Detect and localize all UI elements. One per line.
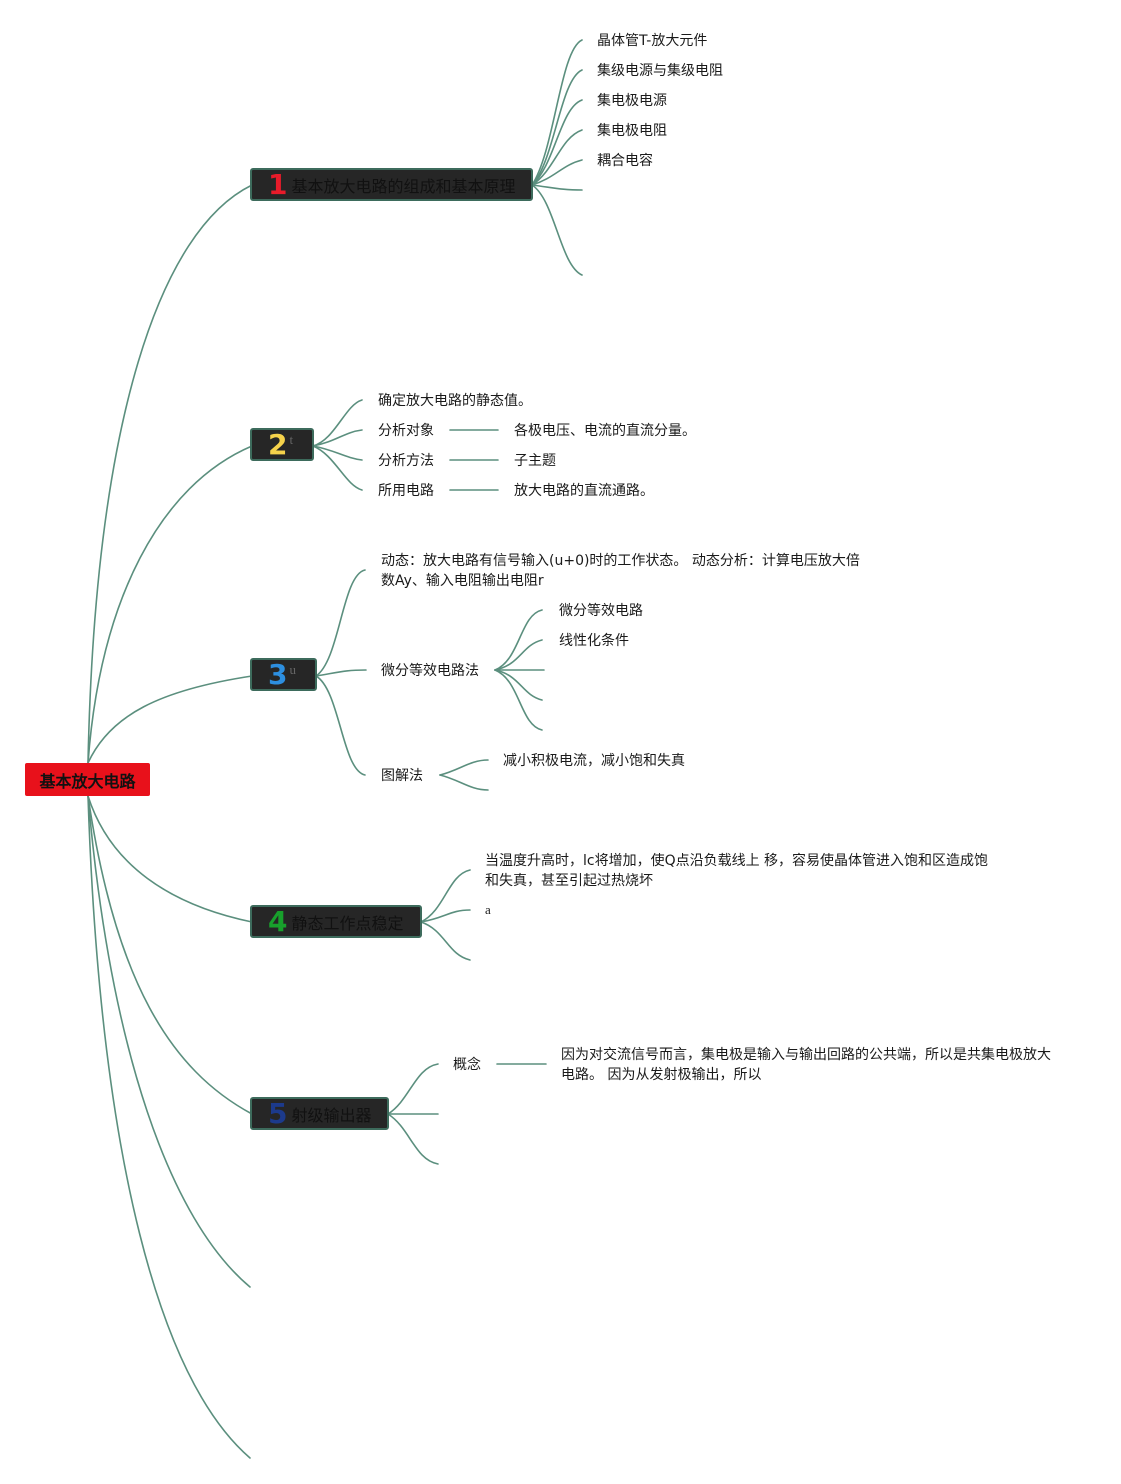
branch-number: 1 (268, 167, 288, 201)
link-b1-c4 (531, 129, 583, 186)
link-root-b1 (87, 184, 253, 764)
leaf-topic[interactable]: 分析对象 (378, 423, 434, 439)
branch-label: u (289, 661, 296, 677)
link-root-empty2 (87, 795, 251, 1459)
leaf-topic[interactable]: 集电极电阻 (597, 123, 667, 139)
link-b5-c3 (387, 1113, 439, 1165)
link-b4-c1 (420, 869, 471, 923)
link-b3-c1 (315, 569, 366, 677)
link-root-empty1 (87, 795, 251, 1288)
link-b2-c4 (312, 445, 363, 491)
branch-label: 基本放大电路的组成和基本原理 (291, 176, 516, 196)
leaf-subtopic[interactable]: 线性化条件 (559, 633, 629, 649)
link-b2-c3 (312, 445, 363, 461)
link-b1-c6 (531, 184, 583, 191)
root-topic-label: 基本放大电路 (39, 771, 136, 791)
leaf-topic[interactable]: 晶体管T-放大元件 (597, 33, 708, 49)
link-b5-c1 (387, 1063, 439, 1115)
link-b1-c1 (531, 39, 583, 186)
branch-1[interactable]: 1 基本放大电路的组成和基本原理 (250, 168, 533, 201)
leaf-topic[interactable]: 图解法 (381, 768, 423, 784)
link-root-b2 (87, 445, 253, 764)
leaf-topic[interactable]: 当温度升高时，lc将增加，使Q点沿负载线上 移，容易使晶体管进入饱和区造成饱和失… (485, 853, 989, 889)
link-root-b5 (87, 795, 253, 1115)
link-b3-s1 (494, 609, 543, 671)
link-b4-c2 (420, 909, 471, 923)
link-b3-s4 (494, 669, 543, 701)
branch-5[interactable]: 5 射级输出器 (250, 1097, 389, 1130)
link-b1-c2 (531, 69, 583, 186)
branch-number: 5 (268, 1096, 288, 1130)
leaf-topic[interactable]: 概念 (453, 1057, 481, 1073)
link-b3-s2 (494, 639, 543, 671)
root-topic[interactable]: 基本放大电路 (25, 763, 150, 796)
link-b2-c2 (312, 429, 363, 447)
link-b3-g2 (439, 774, 489, 791)
leaf-topic[interactable]: a (485, 902, 491, 917)
leaf-topic[interactable]: 集级电源与集级电阻 (597, 63, 723, 79)
leaf-topic[interactable]: 微分等效电路法 (381, 663, 479, 679)
branch-number: 4 (268, 904, 288, 938)
leaf-topic[interactable]: 分析方法 (378, 453, 434, 469)
link-b3-c3 (315, 675, 366, 776)
leaf-topic[interactable]: 集电极电源 (597, 93, 667, 109)
link-b3-g1 (439, 759, 489, 776)
branch-3[interactable]: 3 u (250, 658, 317, 691)
leaf-detail[interactable]: 各极电压、电流的直流分量。 (514, 423, 696, 439)
leaf-subtopic[interactable]: 减小积极电流，减小饱和失真 (503, 753, 685, 769)
leaf-topic[interactable]: 动态：放大电路有信号输入(u+0)时的工作状态。 动态分析：计算电压放大倍数Ay… (381, 553, 860, 589)
branch-number: 3 (268, 657, 288, 691)
leaf-topic[interactable]: 确定放大电路的静态值。 (378, 393, 532, 409)
link-b4-c3 (420, 921, 471, 961)
link-root-b3 (87, 675, 253, 764)
branch-4[interactable]: 4 静态工作点稳定 (250, 905, 422, 938)
leaf-detail[interactable]: 放大电路的直流通路。 (514, 483, 654, 499)
leaf-detail[interactable]: 因为对交流信号而言，集电极是输入与输出回路的公共端，所以是共集电极放大电路。 因… (561, 1047, 1051, 1083)
branch-2[interactable]: 2 t (250, 428, 314, 461)
branch-label: 静态工作点稳定 (291, 913, 404, 933)
leaf-topic[interactable]: 耦合电容 (597, 153, 653, 169)
leaf-topic[interactable]: 所用电路 (378, 483, 434, 499)
link-b1-c5 (531, 159, 583, 186)
branch-number: 2 (268, 427, 288, 461)
link-root-b4 (87, 795, 253, 923)
link-b1-c3 (531, 99, 583, 186)
link-b2-c1 (312, 399, 363, 447)
leaf-detail[interactable]: 子主题 (514, 453, 556, 469)
branch-label: t (289, 431, 294, 447)
link-b3-s5 (494, 669, 543, 731)
link-b1-c7 (531, 184, 583, 276)
link-b3-c2 (315, 669, 367, 677)
branch-label: 射级输出器 (291, 1105, 372, 1125)
leaf-subtopic[interactable]: 微分等效电路 (559, 603, 643, 619)
